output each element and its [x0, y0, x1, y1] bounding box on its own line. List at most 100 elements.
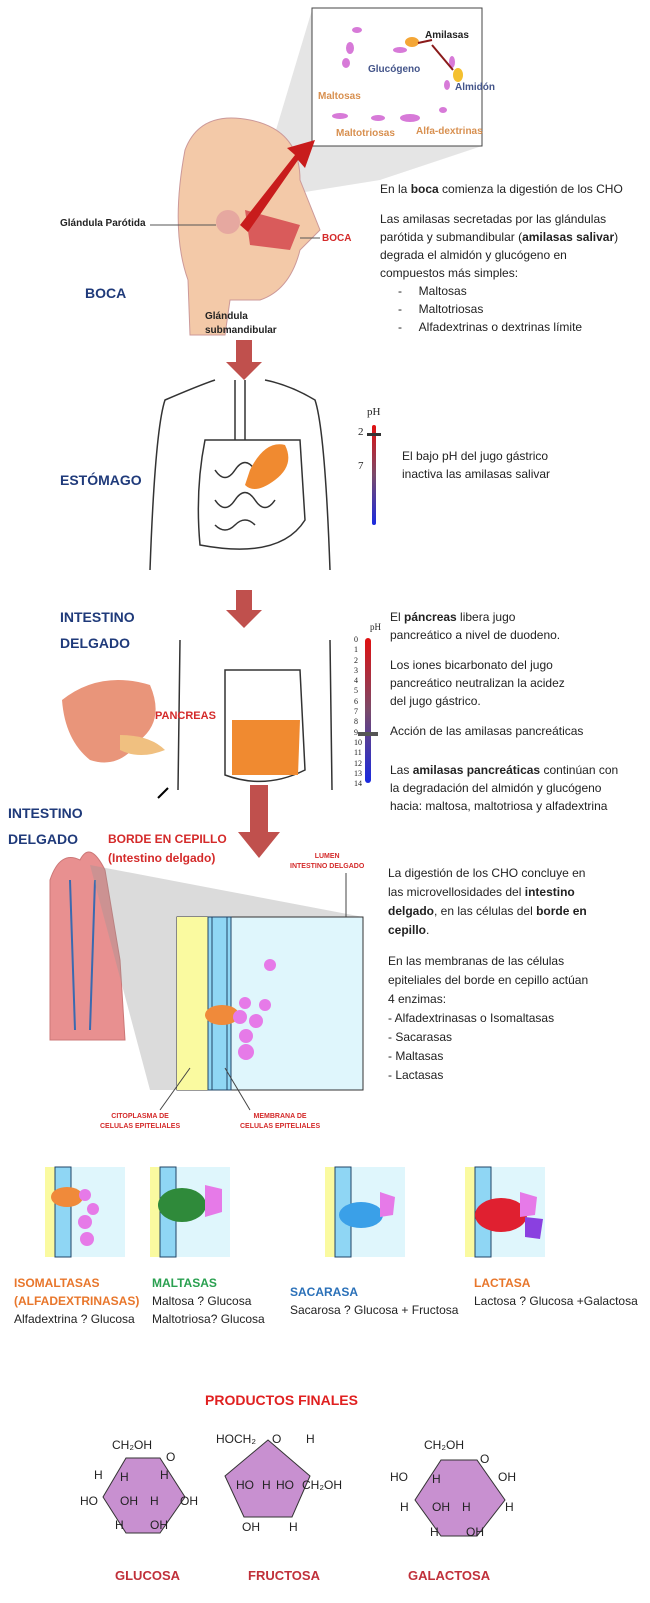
atom-label: H — [94, 1468, 103, 1482]
fructose-ring — [224, 1439, 311, 1518]
atom-label: OH — [242, 1520, 260, 1534]
sugar-name-glucosa: GLUCOSA — [115, 1568, 180, 1583]
sugar-name-galactosa: GALACTOSA — [408, 1568, 491, 1583]
zoom-arrow — [240, 140, 315, 232]
atom-label: OH — [150, 1518, 168, 1532]
atom-label: OH — [120, 1494, 138, 1508]
body-stomach-illustration — [149, 379, 331, 571]
ph-marker — [358, 732, 378, 736]
atom-label: H — [289, 1520, 298, 1534]
ph-label: pH — [367, 406, 381, 418]
ph-tick: 5 — [354, 686, 358, 696]
atom-label: CH₂OH — [302, 1478, 342, 1492]
pancreas-label: PANCREAS — [155, 710, 216, 722]
label-almidon: Almidón — [455, 82, 495, 93]
ph-tick: 11 — [354, 748, 362, 758]
atom-label: HOCH₂ — [216, 1432, 256, 1446]
atom-label: H — [262, 1478, 271, 1492]
atom-label: H — [150, 1494, 159, 1508]
atom-label: H — [400, 1500, 409, 1514]
ph-tick: 0 — [354, 635, 358, 644]
ph-tick: 12 — [354, 758, 362, 768]
atom-label: H — [306, 1432, 315, 1446]
atom-label: OH — [180, 1494, 198, 1508]
ph-tick: 2 — [358, 426, 364, 438]
ph-tick: 13 — [354, 768, 362, 778]
ph-tick: 14 — [354, 779, 362, 789]
membrane — [207, 916, 232, 1091]
section-boca: BOCA — [85, 285, 127, 301]
ph-bar-intestine — [365, 638, 371, 783]
atom-label: HO — [236, 1478, 254, 1492]
ph-tick: 4 — [354, 676, 358, 686]
label-glucogeno: Glucógeno — [368, 64, 421, 75]
boca-text: En la boca comienza la digestión de los … — [380, 182, 623, 334]
body-intestine-illustration — [177, 639, 333, 791]
enzyme-diagrams — [45, 1166, 545, 1258]
atom-label: H — [120, 1470, 129, 1484]
atom-label: H — [505, 1500, 514, 1514]
intestino1-text: El páncreas libera jugo pancreático a ni… — [390, 610, 619, 813]
atom-label: OH — [498, 1470, 516, 1484]
label-amilasas: Amilasas — [425, 30, 469, 41]
intestino2-text: La digestión de los CHO concluye en las … — [388, 866, 589, 1082]
small-intestine — [232, 720, 300, 775]
galactose-ring — [414, 1459, 506, 1537]
ph-tick: 2 — [354, 655, 358, 665]
ph-tick: 1 — [354, 645, 358, 655]
ph-label: pH — [370, 622, 381, 632]
ph-tick: 9 — [354, 727, 358, 737]
ph-tick: 8 — [354, 717, 358, 727]
villus-illustration — [49, 851, 126, 1041]
atom-label: HO — [80, 1494, 98, 1508]
atom-label: O — [272, 1432, 282, 1446]
atom-label: H — [115, 1518, 124, 1532]
parotid-label: Glándula Parótida — [60, 218, 146, 229]
borde-label: BORDE EN CEPILLO(Intestino delgado) — [108, 832, 227, 865]
parotid-gland — [216, 210, 240, 234]
ph-tick: 10 — [354, 737, 362, 747]
label-alfadextrinas: Alfa-dextrinas — [416, 126, 483, 137]
ph-tick: 3 — [354, 665, 358, 675]
glucose-chains — [332, 27, 455, 122]
atom-label: HO — [276, 1478, 294, 1492]
glucose-hexagons — [233, 959, 276, 1060]
pointer-arrow — [157, 787, 169, 799]
label-maltosas: Maltosas — [318, 91, 361, 102]
down-arrows — [226, 340, 280, 858]
atom-label: HO — [390, 1470, 408, 1484]
glucose-ring — [102, 1457, 186, 1534]
atom-label: OH — [466, 1525, 484, 1539]
productos-title: PRODUCTOS FINALES — [205, 1392, 358, 1408]
ph-tick: 7 — [358, 460, 364, 472]
atom-label: H — [430, 1525, 439, 1539]
mouth-label: BOCA — [322, 233, 352, 244]
label-maltotriosas: Maltotriosas — [336, 128, 395, 139]
atom-label: O — [480, 1452, 490, 1466]
enzyme-isomaltasas: ISOMALTASAS(ALFADEXTRINASAS)Alfadextrina… — [14, 1276, 140, 1326]
ph-tick: 7 — [354, 707, 358, 717]
ph-tick: 6 — [354, 696, 358, 706]
atom-label: CH₂OH — [112, 1438, 152, 1452]
ph-bar-stomach — [372, 425, 376, 525]
atom-label: H — [160, 1468, 169, 1482]
sugar-name-fructosa: FRUCTOSA — [248, 1568, 320, 1583]
atom-label: O — [166, 1450, 176, 1464]
stomach — [245, 444, 289, 489]
atom-label: CH₂OH — [424, 1438, 464, 1452]
atom-label: H — [462, 1500, 471, 1514]
enzyme-blob — [205, 1005, 239, 1025]
cytoplasm — [177, 917, 208, 1090]
